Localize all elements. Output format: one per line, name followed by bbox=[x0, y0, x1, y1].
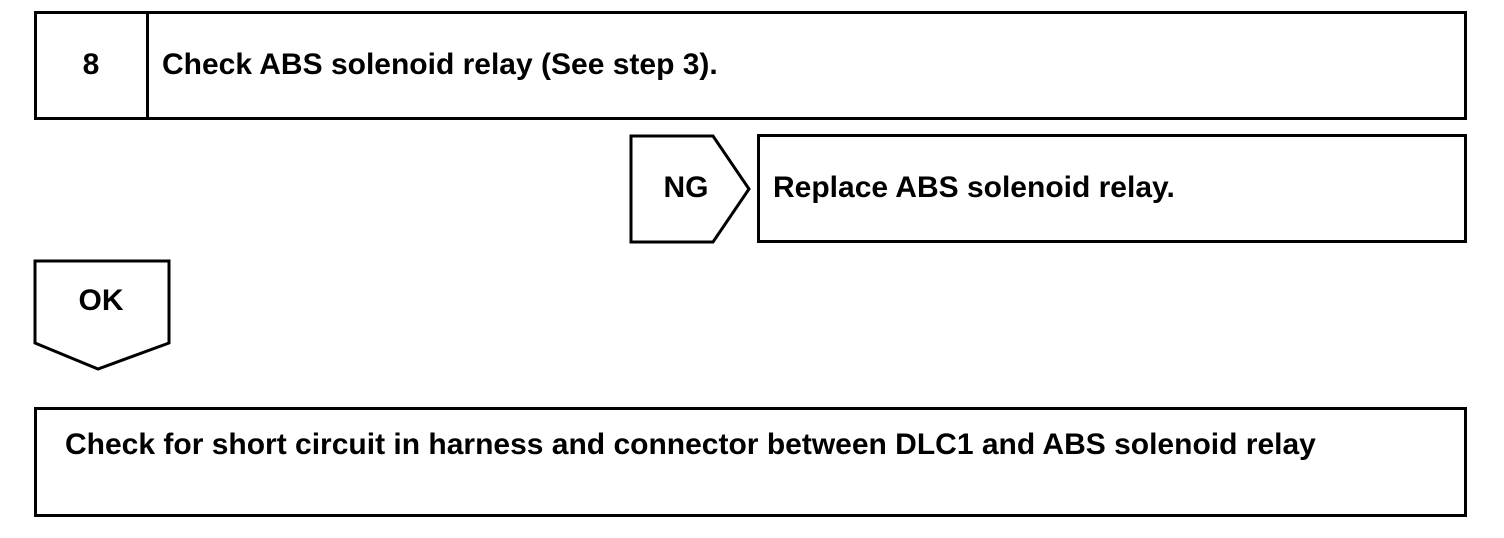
next-step-box bbox=[34, 407, 1467, 517]
ok-arrow-shape bbox=[33, 259, 171, 371]
ng-action-box bbox=[757, 134, 1467, 243]
step-title: Check ABS solenoid relay (See step 3). bbox=[162, 48, 718, 81]
ng-arrow-shape bbox=[629, 134, 751, 244]
ng-label: NG bbox=[663, 171, 709, 204]
step-divider bbox=[146, 11, 149, 120]
step-number: 8 bbox=[82, 48, 100, 81]
ok-label: OK bbox=[78, 284, 124, 317]
ng-action-text: Replace ABS solenoid relay. bbox=[773, 171, 1175, 204]
step-box bbox=[34, 11, 1467, 120]
next-step-text: Check for short circuit in harness and c… bbox=[65, 428, 1316, 461]
